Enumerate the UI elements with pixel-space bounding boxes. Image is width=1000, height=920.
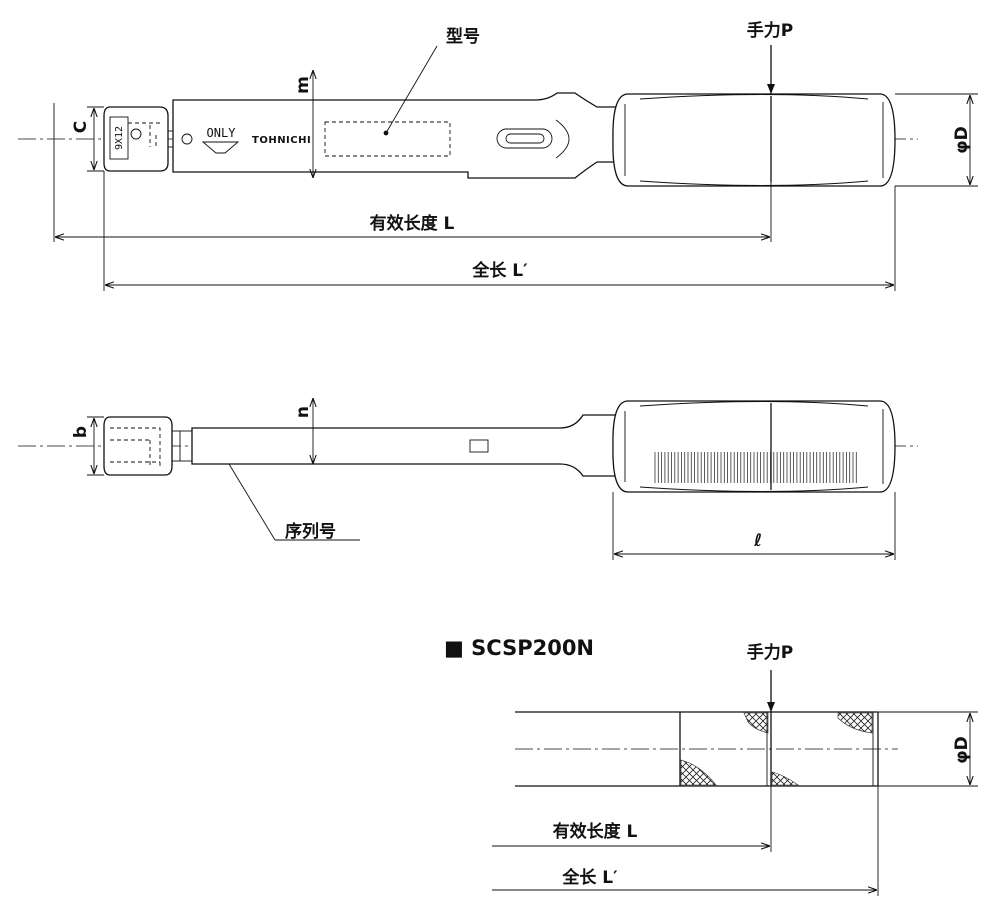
top-shaft-curve xyxy=(555,119,570,159)
variant-hand-force-label: 手力P xyxy=(747,642,793,663)
top-handle-waist xyxy=(639,94,869,186)
dim-m-label: m xyxy=(293,76,313,94)
variant-dim-phi-d-label: φD xyxy=(952,736,972,763)
knurl-patch-3 xyxy=(680,759,717,786)
scsp200n-view: ■ SCSP200N 手力P φD 有效长度 L 全长 L′ xyxy=(444,636,978,896)
side-handle-waist xyxy=(639,401,869,492)
only-engraving: ONLY xyxy=(207,126,237,140)
side-handle-ends xyxy=(624,409,884,484)
dim-phi-d-label: φD xyxy=(952,126,972,153)
top-head-plate xyxy=(109,116,129,160)
serial-leader-a xyxy=(228,463,276,541)
knurl-patch-4 xyxy=(771,771,799,786)
head-size-engraving: 9X12 xyxy=(114,126,125,150)
side-shaft xyxy=(191,414,617,477)
side-handle-grip xyxy=(612,400,896,493)
side-head xyxy=(103,416,173,476)
model-number-area xyxy=(324,121,451,157)
dim-ell-label: ℓ xyxy=(753,531,762,551)
top-handle-grip xyxy=(612,93,896,187)
dim-c-label: C xyxy=(71,121,91,133)
model-leader xyxy=(383,45,438,136)
variant-effective-length-label: 有效长度 L xyxy=(553,821,638,842)
effective-length-label: 有效长度 L xyxy=(370,213,455,234)
hand-force-label: 手力P xyxy=(747,20,793,41)
head-circle xyxy=(130,128,142,140)
side-grip-knurling xyxy=(654,452,857,483)
model-number-label: 型号 xyxy=(446,26,480,47)
knurl-patch-2 xyxy=(837,712,873,734)
dim-b-label: b xyxy=(71,426,91,438)
dim-n-label: n xyxy=(293,406,313,418)
top-shaft xyxy=(172,92,617,179)
total-length-label: 全长 L′ xyxy=(471,260,528,281)
serial-mark xyxy=(469,439,489,453)
head-hidden-lines xyxy=(128,122,160,148)
top-handle-ends xyxy=(624,102,884,178)
variant-total-length-label: 全长 L′ xyxy=(561,867,618,888)
slot-outer xyxy=(496,128,553,149)
slot-inner xyxy=(505,133,545,144)
brand-engraving: TOHNICHI xyxy=(252,135,311,146)
top-view: 9X12 ONLY TOHNICHI C m 型号 手力P xyxy=(18,20,978,291)
side-view: b n 序列号 ℓ xyxy=(18,398,918,560)
only-arrow-icon xyxy=(201,141,240,154)
top-shaft-hole xyxy=(181,133,193,145)
serial-number-label: 序列号 xyxy=(285,521,336,542)
knurl-patch-1 xyxy=(743,712,769,734)
variant-title: ■ SCSP200N xyxy=(444,636,594,660)
side-head-hidden xyxy=(110,427,161,468)
